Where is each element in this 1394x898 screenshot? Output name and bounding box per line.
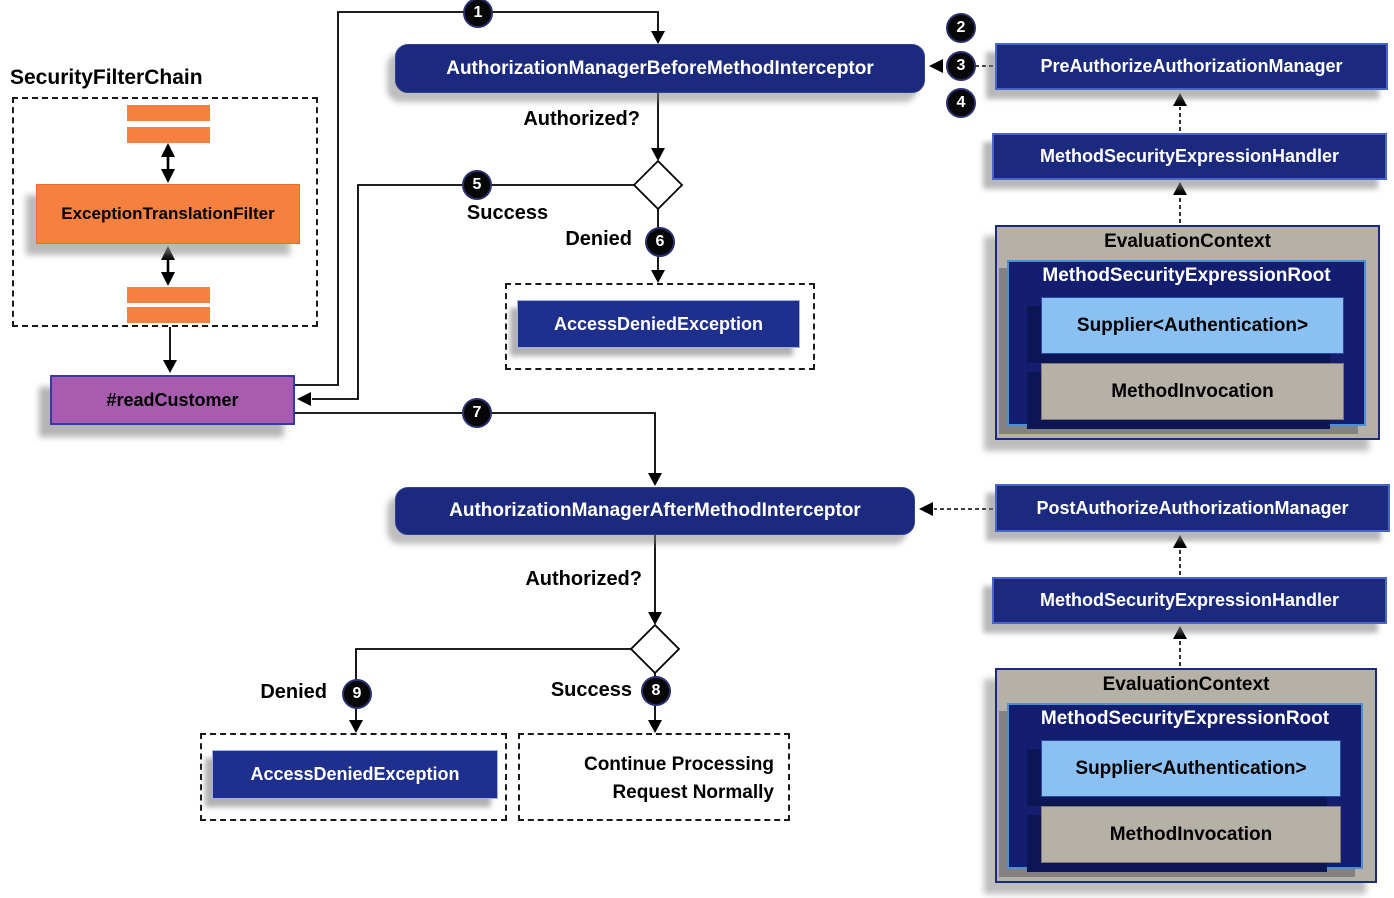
pre-authorize-authorization-manager-box: PreAuthorizeAuthorizationManager [995, 43, 1388, 90]
continue-processing-frame: Continue Processing Request Normally [518, 733, 790, 821]
edge-before-to-decision [651, 93, 665, 161]
step-9-badge: 9 [342, 679, 372, 709]
step-6-badge: 6 [645, 227, 675, 257]
edge-context-to-handler-bottom [1173, 626, 1187, 666]
post-authorize-authorization-manager-box: PostAuthorizeAuthorizationManager [995, 484, 1390, 532]
authorized-question-top: Authorized? [523, 108, 640, 130]
filter-bar-1 [127, 105, 210, 121]
read-customer-method-box: #readCustomer [50, 375, 295, 425]
method-security-expression-handler-box-top: MethodSecurityExpressionHandler [992, 133, 1387, 180]
success-label-top: Success [466, 202, 549, 224]
decision-diamond-before [632, 159, 684, 211]
evaluation-context-title-bottom: EvaluationContext [1102, 674, 1270, 695]
denied-label-top: Denied [565, 228, 632, 250]
filter-bar-3 [127, 287, 210, 303]
method-security-expression-handler-box-bottom: MethodSecurityExpressionHandler [992, 577, 1387, 624]
evaluation-context-box-bottom: EvaluationContext MethodSecurityExpressi… [995, 668, 1377, 883]
success-label-bottom: Success [550, 679, 632, 701]
edge-handler-to-preauthorize [1173, 93, 1187, 131]
step-4-badge: 4 [946, 88, 976, 118]
decision-diamond-after [629, 623, 681, 675]
method-security-expression-root-box-top: MethodSecurityExpressionRoot Supplier<Au… [1007, 260, 1366, 426]
supplier-authentication-box-top: Supplier<Authentication> [1041, 297, 1344, 354]
method-security-expression-root-title-bottom: MethodSecurityExpressionRoot [1040, 708, 1330, 729]
access-denied-exception-box-bottom: AccessDeniedException [212, 750, 498, 799]
step-1-badge: 1 [463, 0, 493, 28]
evaluation-context-box-top: EvaluationContext MethodSecurityExpressi… [995, 225, 1380, 440]
authorization-manager-before-method-interceptor-box: AuthorizationManagerBeforeMethodIntercep… [395, 44, 925, 93]
supplier-authentication-box-bottom: Supplier<Authentication> [1041, 740, 1341, 797]
authorization-manager-after-method-interceptor-box: AuthorizationManagerAfterMethodIntercept… [395, 487, 915, 535]
edge-after-to-decision [648, 535, 662, 625]
access-denied-exception-frame-top [505, 283, 815, 370]
evaluation-context-title-top: EvaluationContext [1104, 231, 1271, 252]
exception-translation-filter-box: ExceptionTranslationFilter [36, 184, 300, 244]
continue-processing-line1: Continue Processing [583, 754, 774, 775]
security-filter-chain-box [12, 97, 318, 327]
method-invocation-box-bottom: MethodInvocation [1041, 806, 1341, 863]
security-filter-chain-title: SecurityFilterChain [10, 66, 203, 89]
method-security-expression-root-title-top: MethodSecurityExpressionRoot [1042, 265, 1331, 286]
filter-bar-4 [127, 307, 210, 323]
step-8-badge: 8 [641, 676, 671, 706]
step-3-badge: 3 [946, 51, 976, 81]
step-7-badge: 7 [462, 398, 492, 428]
method-invocation-box-top: MethodInvocation [1041, 363, 1344, 420]
edge-chain-to-method [163, 327, 177, 373]
access-denied-exception-frame-bottom [200, 733, 507, 821]
authorized-question-bottom: Authorized? [525, 568, 642, 590]
access-denied-exception-box-top: AccessDeniedException [517, 300, 800, 348]
denied-label-bottom: Denied [260, 681, 327, 703]
filter-bar-2 [127, 127, 210, 143]
edge-handler-to-postauthorize [1173, 535, 1187, 575]
edge-context-to-handler-top [1173, 182, 1187, 223]
edge-postauthorize-to-after [919, 502, 993, 516]
continue-processing-label: Continue Processing Request Normally [520, 751, 774, 807]
method-security-expression-root-box-bottom: MethodSecurityExpressionRoot Supplier<Au… [1007, 703, 1363, 869]
step-2-badge: 2 [946, 13, 976, 43]
step-5-badge: 5 [462, 170, 492, 200]
continue-processing-line2: Request Normally [612, 782, 774, 803]
